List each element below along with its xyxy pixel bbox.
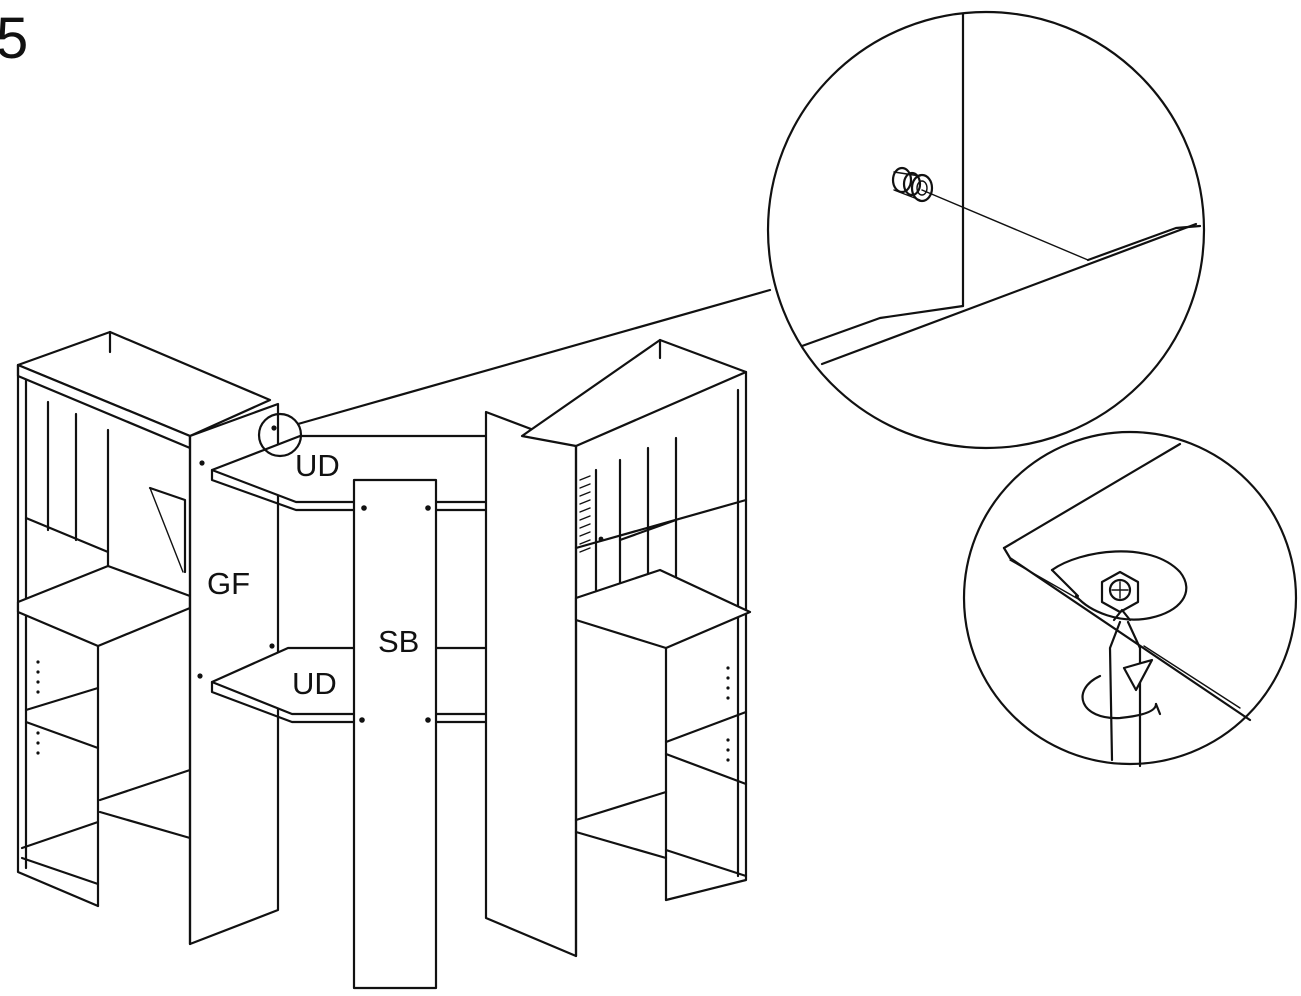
detail-circle-cam-lock [962,430,1298,768]
label-gf: GF [207,566,250,601]
shelf-holes-left [36,660,40,755]
detail-circle-dowel [766,10,1206,450]
right-cabinet [484,338,752,958]
label-ud-bottom: UD [292,666,337,701]
shelf-holes-right [726,666,730,762]
left-cabinet [16,330,272,908]
cam-dowel-pin-icon [891,166,934,203]
cam-lock-turn-icon [1050,550,1188,768]
sb-panel [352,478,438,990]
label-sb: SB [378,624,419,659]
label-ud-top: UD [295,448,340,483]
step-number: 5 [0,6,28,71]
callout-marker [257,288,772,458]
vent-slots [579,475,591,553]
